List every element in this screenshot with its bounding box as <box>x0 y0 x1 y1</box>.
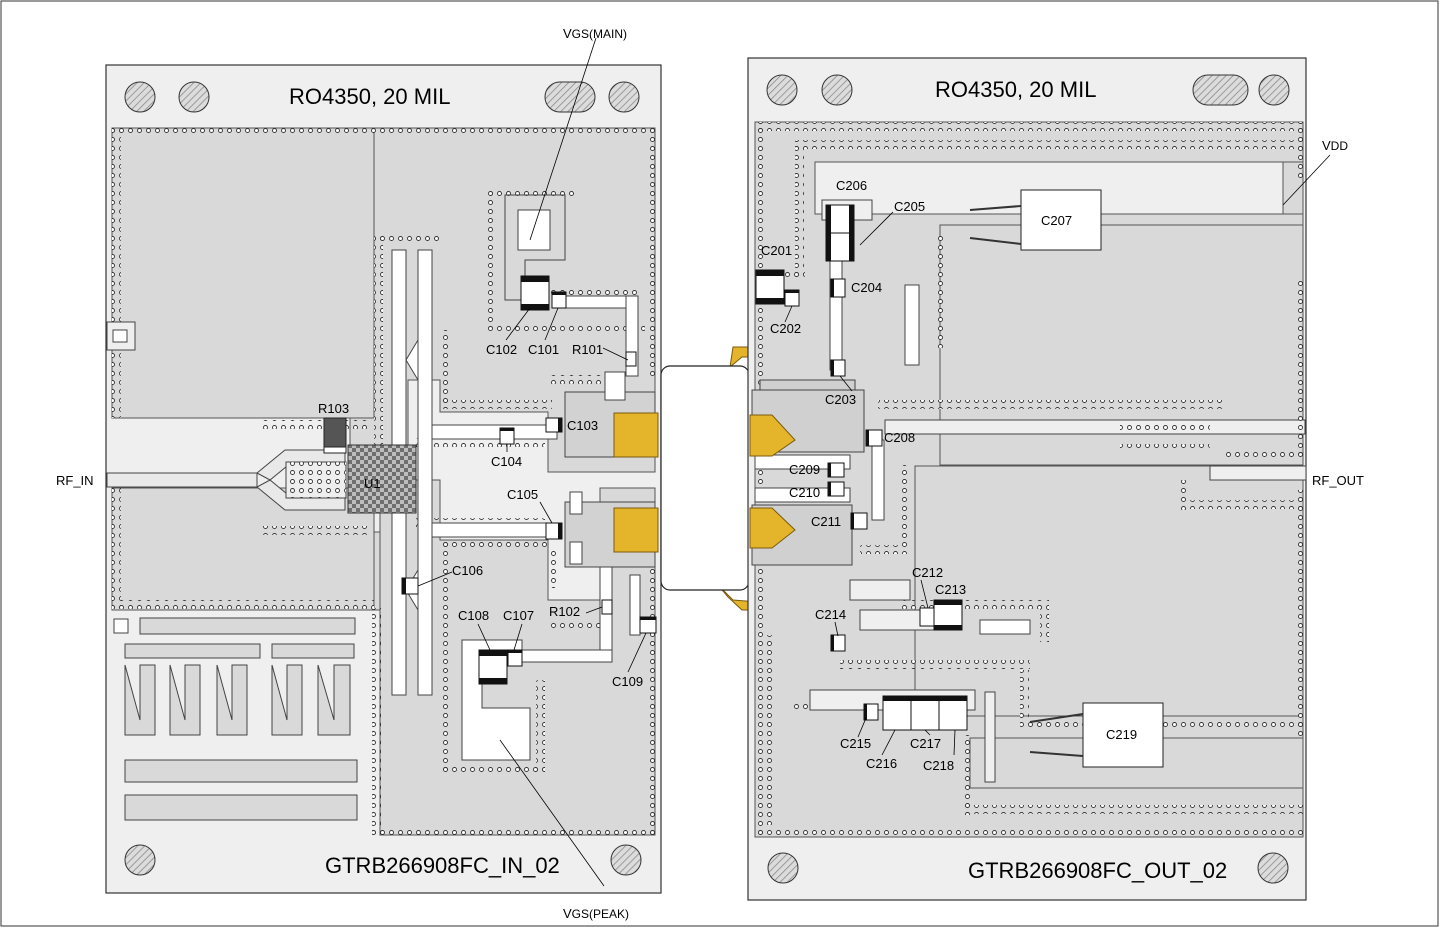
label-vdd: VDD <box>1322 138 1348 153</box>
label-c213: C213 <box>935 582 966 597</box>
label-r103: R103 <box>318 401 349 416</box>
label-c211: C211 <box>811 514 841 529</box>
output-board-part-label: GTRB266908FC_OUT_02 <box>968 858 1227 883</box>
label-c216: C216 <box>866 756 897 771</box>
label-c108: C108 <box>458 608 489 623</box>
label-c103: C103 <box>567 418 598 433</box>
label-c206: C206 <box>836 178 867 193</box>
output-labels: RO4350, 20 MIL GTRB266908FC_OUT_02 C206 … <box>761 77 1364 883</box>
label-c106: C106 <box>452 563 483 578</box>
label-vgs-peak: VGS(PEAK) <box>563 906 629 921</box>
label-c209: C209 <box>789 462 820 477</box>
label-c217: C217 <box>910 736 941 751</box>
label-c204: C204 <box>851 280 882 295</box>
vdd-sub: DD <box>1331 139 1349 153</box>
label-rf-in: RF_IN <box>56 473 94 488</box>
label-vgs-main: VGS(MAIN) <box>563 26 627 41</box>
vdd-v: V <box>1322 138 1331 153</box>
label-c218: C218 <box>923 758 954 773</box>
input-board-part-label: GTRB266908FC_IN_02 <box>325 853 560 878</box>
input-labels: RO4350, 20 MIL GTRB266908FC_IN_02 R103 U… <box>56 26 643 921</box>
label-c203: C203 <box>825 392 856 407</box>
label-c109: C109 <box>612 674 643 689</box>
label-r101: R101 <box>572 342 603 357</box>
label-c201: C201 <box>761 243 792 258</box>
label-c107: C107 <box>503 608 534 623</box>
label-c219: C219 <box>1106 727 1137 742</box>
vgs-peak-v: V <box>563 906 572 921</box>
label-c214: C214 <box>815 607 846 622</box>
input-board <box>105 37 662 894</box>
output-board-material: RO4350, 20 MIL <box>935 77 1096 102</box>
label-c215: C215 <box>840 736 871 751</box>
label-c208: C208 <box>884 430 915 445</box>
label-u1: U1 <box>364 476 381 491</box>
label-c202: C202 <box>770 321 801 336</box>
label-c210: C210 <box>789 485 820 500</box>
output-board <box>747 57 1331 901</box>
label-c105: C105 <box>507 487 538 502</box>
label-c212: C212 <box>912 565 943 580</box>
label-c104: C104 <box>491 454 522 469</box>
label-rf-out: RF_OUT <box>1312 473 1364 488</box>
label-c207: C207 <box>1041 213 1072 228</box>
vgs-main-sub: GS(MAIN) <box>572 27 627 41</box>
label-c102: C102 <box>486 342 517 357</box>
label-c205: C205 <box>894 199 925 214</box>
label-c101: C101 <box>528 342 559 357</box>
vgs-main-v: V <box>563 26 572 41</box>
input-board-material: RO4350, 20 MIL <box>289 84 450 109</box>
label-r102: R102 <box>549 604 580 619</box>
vgs-peak-sub: GS(PEAK) <box>572 907 629 921</box>
